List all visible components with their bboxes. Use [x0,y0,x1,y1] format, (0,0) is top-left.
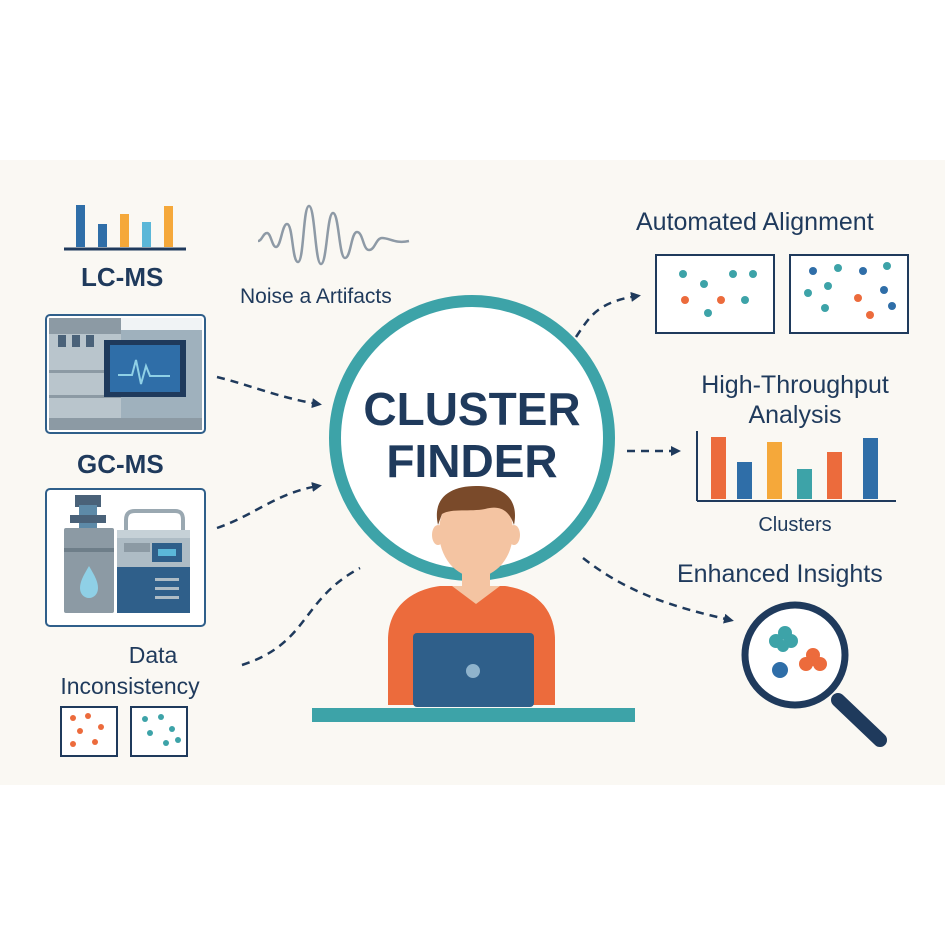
person-with-laptop-icon [312,486,635,722]
data-inconsistency-label-line2: Inconsistency [60,673,200,699]
bar-chart-icon [64,205,186,251]
noise-artifacts-label: Noise a Artifacts [240,285,392,308]
high-throughput-label-line2: Analysis [748,401,842,429]
cluster-finder-title-line2: FINDER [386,435,558,487]
cluster-finder-title-line1: CLUSTER [363,383,581,435]
gc-ms-instrument-icon [45,488,206,627]
bar-chart-icon [696,431,896,502]
enhanced-insights-label: Enhanced Insights [677,560,883,588]
automated-alignment-label: Automated Alignment [636,208,874,236]
lc-ms-label: LC-MS [81,262,164,292]
lc-ms-instrument-icon [45,314,206,434]
noise-wave-icon [257,204,410,266]
scatter-plot-icon [655,254,909,334]
arrow-data-to-center [241,566,361,667]
arrow-to-insights [582,557,734,624]
arrow-lcms-to-center [216,375,322,409]
arrow-to-alignment [574,291,641,338]
high-throughput-label-line1: High-Throughput [701,371,889,399]
magnifying-glass-icon [741,601,887,747]
flow-arrows [216,291,734,667]
gc-ms-label: GC-MS [77,449,164,479]
scatter-plot-icon [60,706,188,757]
data-inconsistency-label-line1: Data [128,642,178,668]
clusters-label: Clusters [758,514,832,536]
arrow-gcms-to-center [216,482,322,530]
